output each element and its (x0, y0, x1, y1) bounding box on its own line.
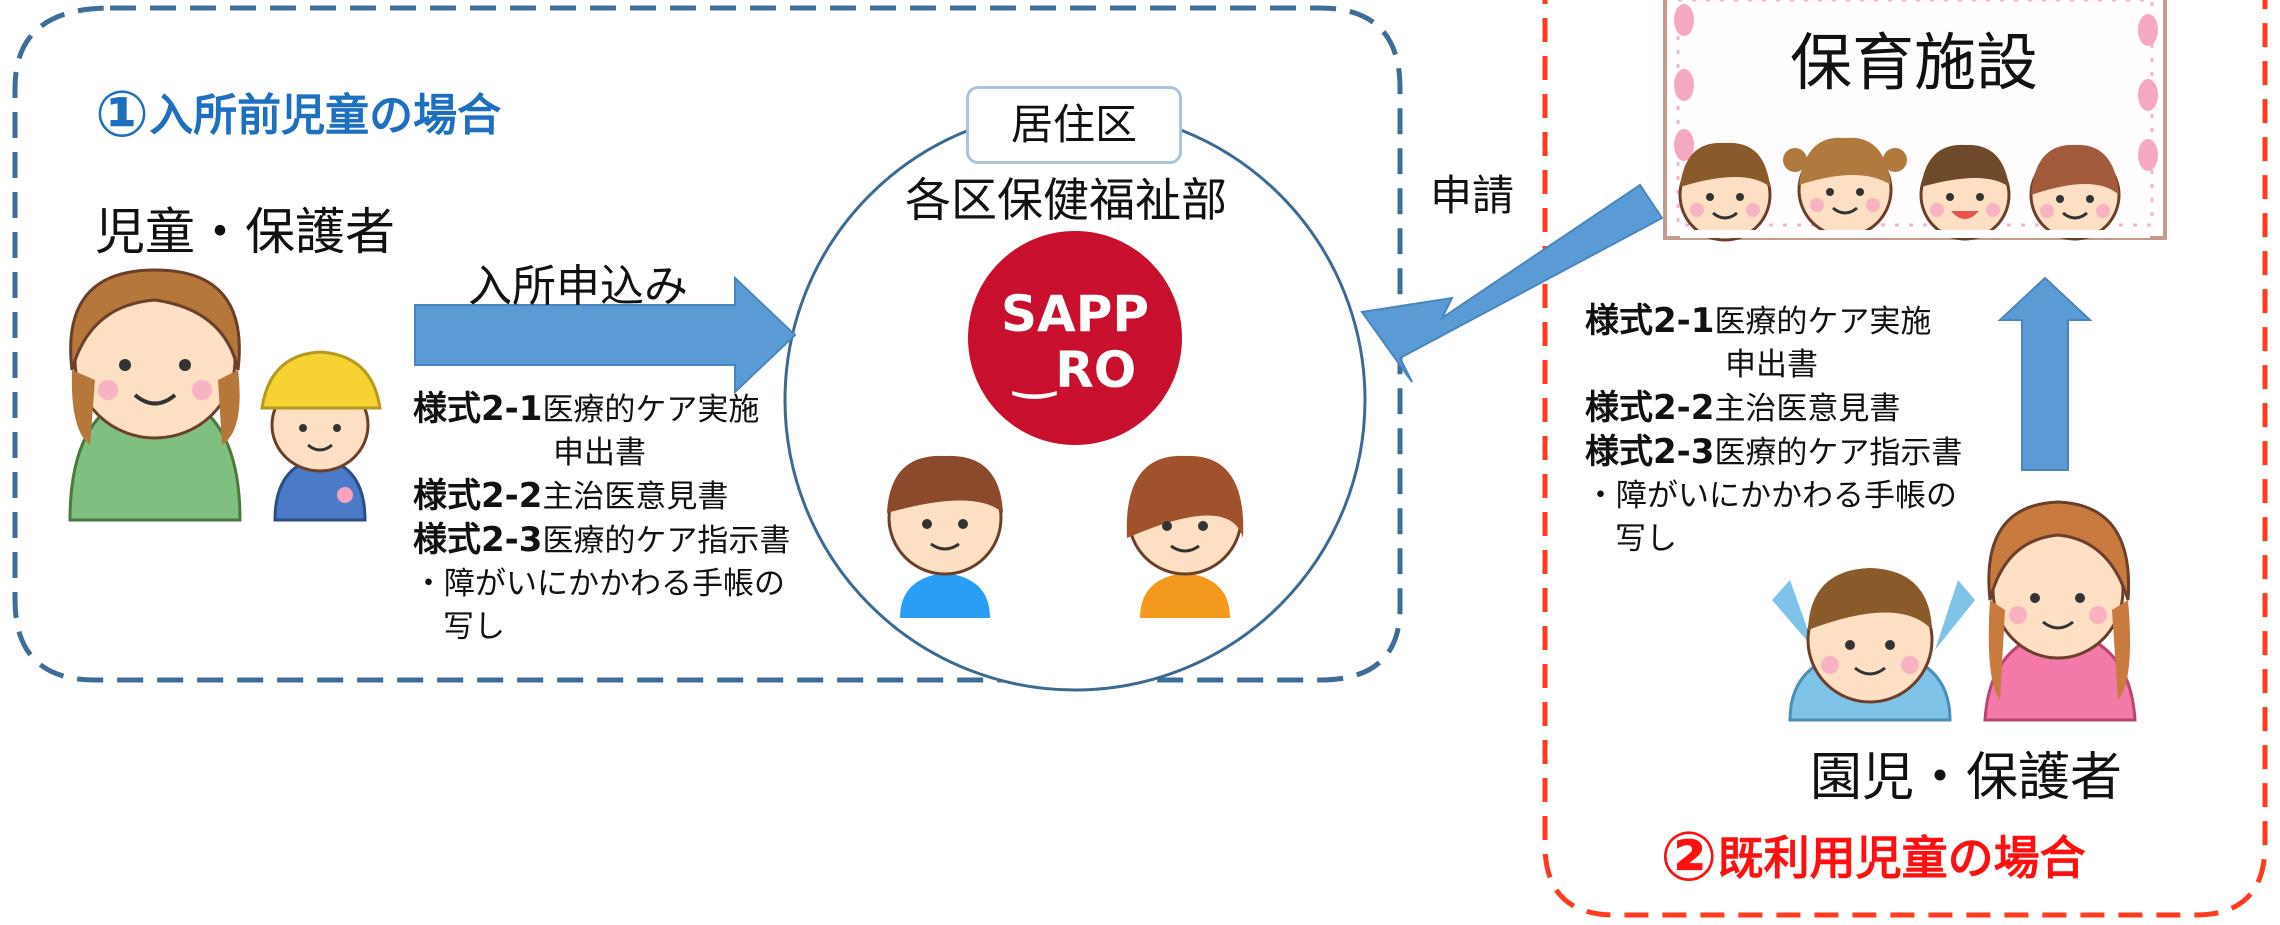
doc2-form-2-3: 様式2-3医療的ケア指示書 (1585, 431, 1962, 475)
residence-tag: 居住区 (966, 86, 1182, 164)
sapporo-logo-line1: SAPP (1001, 285, 1149, 343)
doc-note-line1: ・障がいにかかわる手帳の (413, 566, 785, 602)
child-illustration (260, 350, 382, 522)
case1-document-list: 様式2-1医療的ケア実施 申出書 様式2-2主治医意見書 様式2-3医療的ケア指… (413, 388, 790, 649)
arrow-entry-application (414, 275, 797, 395)
doc-form-2-2: 様式2-2主治医意見書 (413, 475, 790, 519)
sapporo-logo-line2: ‿RO (1013, 341, 1137, 399)
doc-form-2-1: 様式2-1医療的ケア実施 (413, 388, 790, 432)
doc-form-2-1-name-cont: 申出書 (553, 435, 646, 471)
doc-form-2-2-name: 主治医意見書 (542, 479, 729, 515)
doc2-form-2-1-name: 医療的ケア実施 (1714, 304, 1932, 340)
doc2-note-line1: ・障がいにかかわる手帳の (1585, 478, 1957, 514)
case1-title-text: 入所前児童の場合 (149, 90, 502, 141)
entry-application-label: 入所申込み (468, 261, 688, 312)
doc2-note-line2: 写し (1615, 521, 1677, 557)
case2-title: ②既利用児童の場合 (1660, 818, 2086, 897)
doc-form-2-3: 様式2-3医療的ケア指示書 (413, 519, 790, 563)
doc-form-2-3-code: 様式2-3 (413, 520, 543, 560)
case2-document-list: 様式2-1医療的ケア実施 申出書 様式2-2主治医意見書 様式2-3医療的ケア指… (1585, 300, 1962, 561)
doc2-form-2-2-name: 主治医意見書 (1714, 391, 1901, 427)
doc2-form-2-1: 様式2-1医療的ケア実施 (1585, 300, 1962, 344)
sapporo-logo-text: SAPP ‿RO (968, 286, 1182, 398)
arrow-application (1360, 183, 1664, 383)
office-children-illustration (887, 455, 1244, 618)
office-name: 各区保健福祉部 (905, 173, 1227, 227)
facility-children-illustration (1678, 137, 2150, 242)
sapporo-logo (968, 231, 1182, 445)
doc-form-2-2-code: 様式2-2 (413, 476, 543, 516)
case2-title-text: 既利用児童の場合 (1717, 831, 2086, 885)
arrow-up-facility (1997, 276, 2093, 471)
case1-applicant-label: 児童・保護者 (95, 203, 395, 261)
doc2-form-2-2: 様式2-2主治医意見書 (1585, 387, 1962, 431)
doc-form-2-1-code: 様式2-1 (413, 389, 543, 429)
case2-family-illustration (1768, 500, 2137, 722)
application-label: 申請 (1430, 171, 1515, 220)
doc2-form-2-1-name-cont: 申出書 (1725, 347, 1818, 383)
doc2-form-2-2-code: 様式2-2 (1585, 388, 1715, 428)
doc2-form-2-1-code: 様式2-1 (1585, 301, 1715, 341)
doc2-form-2-3-code: 様式2-3 (1585, 432, 1715, 472)
case2-applicant-label: 園児・保護者 (1810, 748, 2123, 808)
doc2-form-2-3-name: 医療的ケア指示書 (1714, 435, 1963, 471)
case2-frame (1542, 0, 2268, 918)
case2-number: ② (1660, 818, 1718, 897)
case1-title: ①入所前児童の場合 (95, 78, 501, 152)
doc-form-2-1-name: 医療的ケア実施 (542, 392, 760, 428)
doc-form-2-3-name: 医療的ケア指示書 (542, 523, 791, 559)
doc-note-line2: 写し (443, 609, 505, 645)
case1-number: ① (95, 78, 150, 152)
mother-illustration (68, 268, 242, 522)
facility-name: 保育施設 (1790, 26, 2039, 99)
case1-frame (12, 5, 1403, 683)
